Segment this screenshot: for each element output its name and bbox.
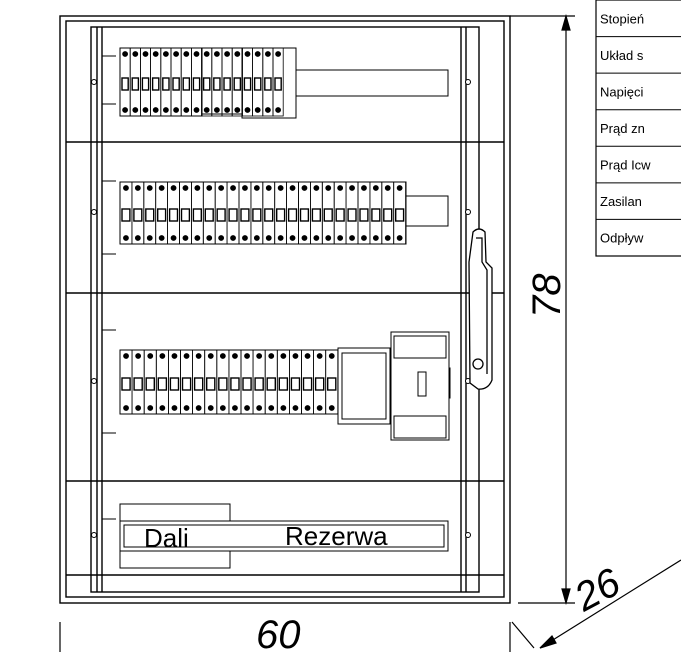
row-3-module bbox=[264, 349, 278, 415]
spec-row-label: Stopień bbox=[600, 11, 644, 26]
handle-lock bbox=[472, 358, 484, 370]
row-3-devices bbox=[119, 331, 451, 441]
row-3-module bbox=[143, 349, 157, 415]
row-2-module bbox=[393, 181, 407, 245]
row-2-module bbox=[179, 181, 192, 245]
enclosure-outer bbox=[59, 15, 511, 604]
row-1-module bbox=[150, 47, 162, 117]
spec-row-label: Prąd Icw bbox=[600, 158, 651, 173]
row-1-module bbox=[272, 47, 284, 117]
row-2-module bbox=[345, 181, 359, 245]
row-2-module bbox=[119, 181, 133, 245]
dim-d-ext-1 bbox=[511, 621, 535, 649]
rail-ticks bbox=[102, 55, 116, 520]
label-rezerwa: Rezerwa bbox=[285, 521, 388, 551]
row-2-devices bbox=[119, 181, 449, 245]
main-switch-top bbox=[393, 335, 447, 359]
screw-right-4 bbox=[465, 532, 471, 538]
spec-row-label: Odpływ bbox=[600, 231, 644, 246]
dim-h-arrow-top bbox=[561, 13, 571, 31]
dim-h-arrow-bottom bbox=[561, 588, 571, 606]
spec-row-label: Prąd zn bbox=[600, 121, 645, 136]
row-1-cells bbox=[119, 47, 284, 117]
screw-markers bbox=[91, 79, 471, 538]
screw-left-3 bbox=[91, 378, 97, 384]
row-1-devices bbox=[119, 47, 449, 119]
row-2-module bbox=[238, 181, 252, 245]
screw-right-1 bbox=[465, 79, 471, 85]
row-3-module bbox=[325, 349, 339, 415]
screw-left-1 bbox=[91, 79, 97, 85]
row-1-module bbox=[231, 47, 243, 117]
row-3-blank-cover-inner bbox=[341, 352, 387, 420]
screw-right-2 bbox=[465, 209, 471, 215]
handle-inner bbox=[476, 237, 488, 374]
dim-d-line bbox=[539, 559, 681, 649]
main-switch-handle bbox=[417, 371, 427, 397]
dim-d-arrow bbox=[539, 635, 557, 649]
screw-left-2 bbox=[91, 209, 97, 215]
dimension-height-label: 78 bbox=[525, 273, 569, 318]
dimension-depth bbox=[511, 559, 681, 649]
door-handle bbox=[468, 228, 493, 390]
dimension-width-label: 60 bbox=[256, 613, 301, 652]
label-dali: Dali bbox=[144, 523, 189, 553]
row-1-module bbox=[211, 47, 223, 117]
spec-row-label: Napięci bbox=[600, 84, 643, 99]
dimension-width bbox=[59, 622, 511, 652]
enclosure-inner bbox=[65, 20, 505, 598]
spec-table-frame bbox=[595, 0, 681, 257]
dimension-depth-label: 26 bbox=[567, 560, 628, 621]
spec-row-label: Zasilan bbox=[600, 194, 642, 209]
spec-row-label: Układ s bbox=[600, 48, 644, 63]
row-2-cells bbox=[119, 181, 407, 245]
row-2-module bbox=[321, 181, 335, 245]
main-switch-bottom bbox=[393, 415, 447, 439]
label-strip bbox=[119, 520, 449, 552]
row-3-module bbox=[119, 349, 133, 415]
screw-left-4 bbox=[91, 532, 97, 538]
row-1-module bbox=[262, 47, 274, 117]
row-3-module bbox=[204, 349, 218, 415]
row-4-labels bbox=[119, 503, 449, 569]
dimension-height bbox=[510, 13, 575, 606]
label-strip-inner bbox=[123, 524, 445, 548]
row-3-cells bbox=[119, 349, 339, 415]
row-1-module bbox=[129, 47, 141, 117]
